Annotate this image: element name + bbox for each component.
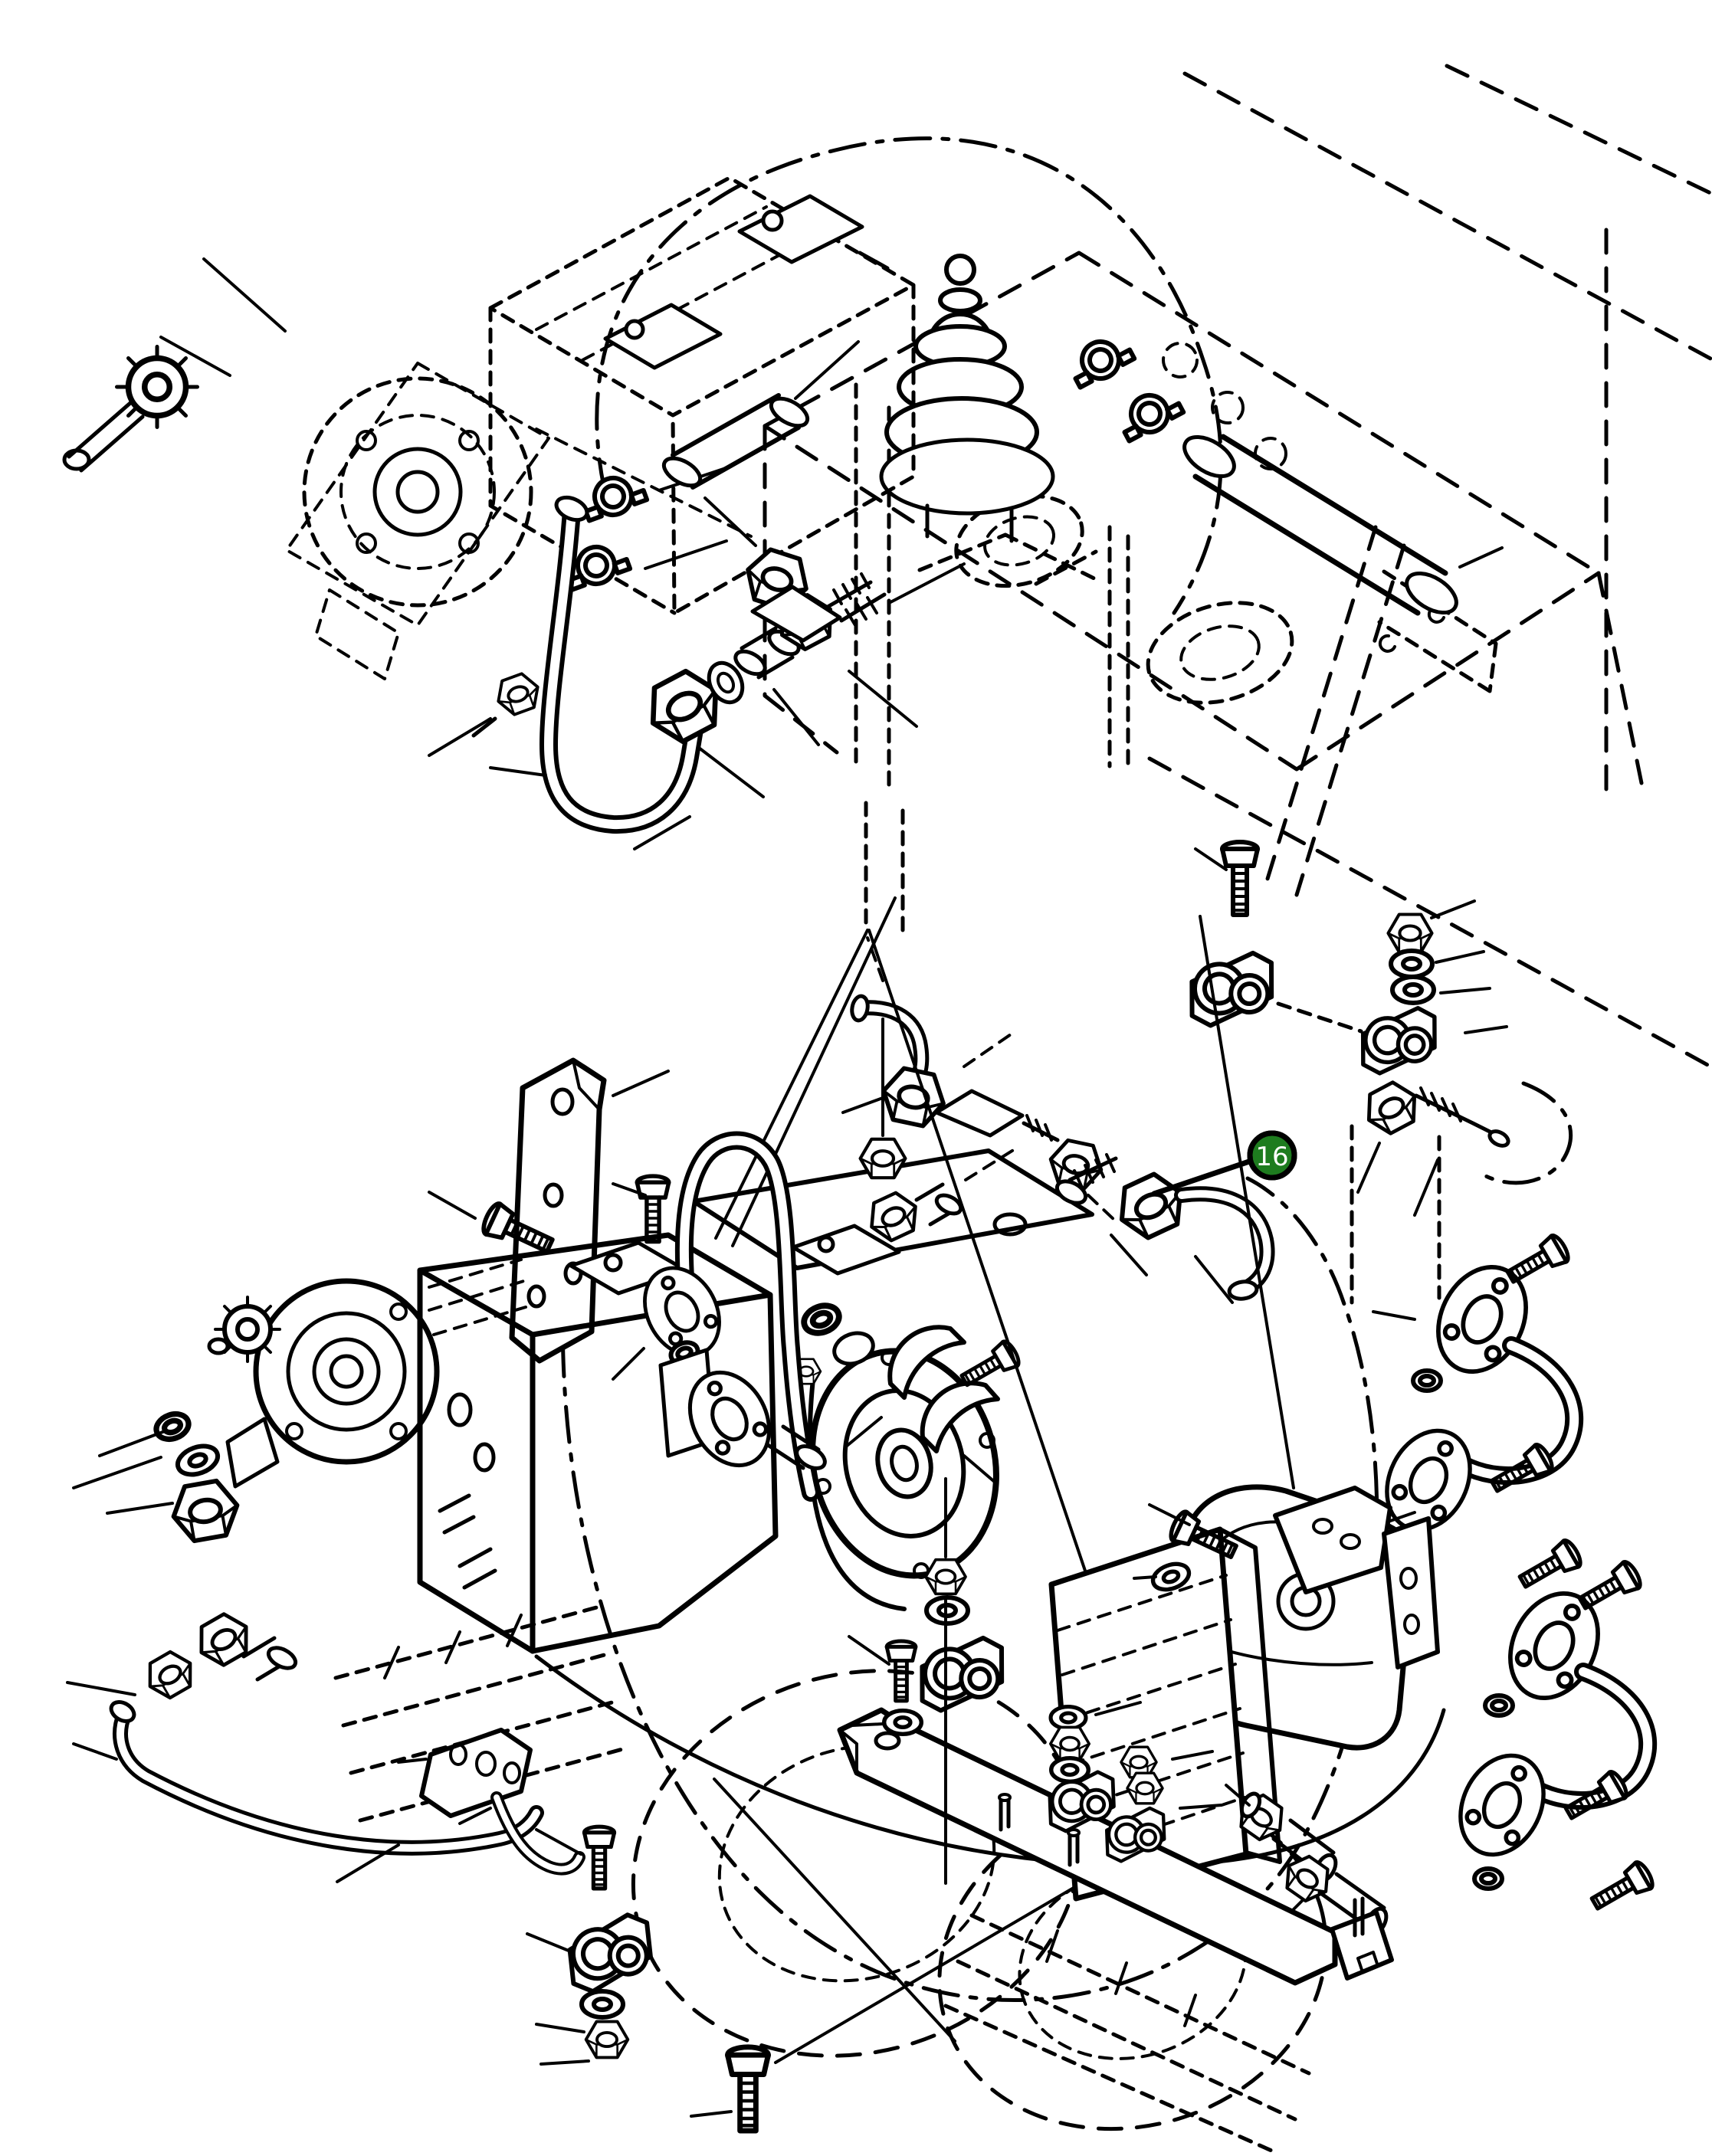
filler-breather: [879, 254, 1055, 543]
elbow-bracket-group: [397, 1728, 585, 1876]
mounting-bar-group: [837, 1477, 1394, 1986]
solenoid-valve-icon: [791, 1224, 901, 1276]
breather-hose: [1192, 434, 1448, 616]
right-lower-tube-group: [1445, 1559, 1656, 1916]
solenoid-valve-icon: [737, 194, 864, 264]
suction-tube-group: [66, 1607, 544, 1883]
mounting-bracket: [428, 1057, 670, 1364]
solenoid-valve-icon: [603, 303, 723, 370]
part-callout-16[interactable]: 16: [1151, 1130, 1297, 1197]
upper-elbow-tee-group: [850, 936, 1117, 1246]
washer-icon: [582, 1991, 623, 2017]
breather-hose-group: [1064, 329, 1504, 616]
long-stud-group: [690, 2047, 768, 2131]
main-pump-reference: [62, 175, 916, 757]
pipe-flange-icon: [419, 1728, 533, 1818]
pump-gear-icon: [117, 347, 198, 428]
right-middle-clamps: [1185, 842, 1510, 1305]
split-flange-half-icon: [920, 1381, 1000, 1453]
split-flange-half-icon: [887, 1325, 966, 1400]
callout-leader-line: [1151, 1158, 1252, 1197]
travel-motor-group: [867, 915, 1440, 1751]
ferrule-icon: [707, 660, 745, 705]
o-ring-icon: [1474, 1869, 1502, 1889]
hose-routing-line-top: [595, 136, 1223, 615]
washer-icon: [884, 1711, 922, 1735]
gear-shaft: [67, 401, 145, 473]
o-ring-icon: [1413, 1371, 1441, 1391]
hex-nut-icon: [1388, 915, 1432, 952]
hex-nut-icon: [1049, 1725, 1090, 1762]
pump-flange-icon: [253, 1278, 440, 1465]
hex-nut-icon: [584, 2020, 630, 2059]
hose-stub: [671, 393, 801, 490]
split-flange-clamp-group: [800, 1301, 1022, 1485]
o-ring-icon: [1485, 1696, 1513, 1715]
washer-icon: [1051, 1707, 1086, 1729]
breather-cap-icon: [944, 254, 976, 286]
riser-fitting-icon: [861, 1139, 906, 1178]
pump-hose-fittings-top: [489, 340, 966, 850]
mounting-bar: [837, 1707, 1338, 1986]
pump-left-fasteners: [72, 1410, 242, 1544]
bottom-left-clamp-group: [526, 1827, 660, 2066]
tee-fitting-icon: [750, 585, 842, 643]
pump-flange-icon: [302, 376, 533, 608]
washer-icon: [1391, 951, 1432, 977]
callout-number: 16: [1255, 1142, 1288, 1172]
sleeve-icon: [740, 626, 795, 680]
hose-routing-line-bottom: [560, 1081, 1573, 2002]
hex-nut-icon: [924, 1558, 967, 1596]
hex-nut-icon: [1126, 1771, 1164, 1805]
washer-icon: [1392, 977, 1434, 1003]
return-tube-group: [612, 1094, 890, 1502]
tee-fitting-icon: [934, 1089, 1025, 1138]
